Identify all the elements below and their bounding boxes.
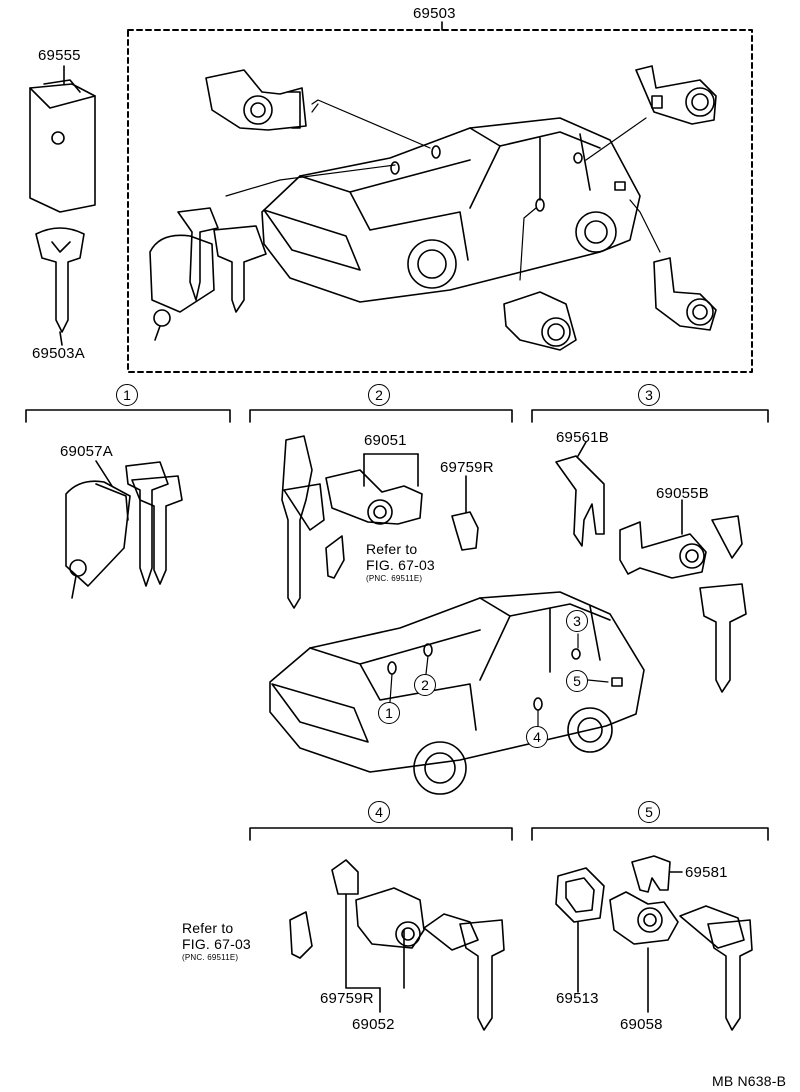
diagram-code: MB N638-B: [712, 1073, 787, 1089]
part-label-69503A: 69503A: [32, 345, 85, 362]
refer-note-lower-line1: Refer to: [182, 920, 234, 936]
section-callout-3: 3: [638, 384, 660, 406]
car-callout-1: 1: [378, 702, 400, 724]
refer-note-upper-line1: Refer to: [366, 541, 418, 557]
part-label-69513: 69513: [556, 990, 599, 1007]
gasket-69513-icon: [556, 868, 604, 992]
part-label-69555: 69555: [38, 47, 81, 64]
part-label-69759R-upper: 69759R: [440, 459, 494, 476]
clip-69759R-icon: [452, 476, 478, 550]
part-label-69052: 69052: [352, 1016, 395, 1033]
car-callout-4: 4: [526, 726, 548, 748]
reference-car-illustration: [270, 592, 644, 794]
part-label-69058: 69058: [620, 1016, 663, 1033]
master-key-icon: [36, 228, 84, 345]
kit-lock-top-left-icon: [206, 70, 306, 130]
section-callout-2: 2: [368, 384, 390, 406]
part-label-69581: 69581: [685, 864, 728, 881]
door-lock-69058-icon: [610, 892, 752, 1030]
part-label-69503: 69503: [413, 5, 456, 22]
part-label-69561B: 69561B: [556, 429, 609, 446]
door-lock-69051-icon: [282, 436, 422, 608]
reference-car-leaders: [390, 634, 608, 726]
rod-clip-left-icon: [326, 536, 344, 578]
section-callout-4: 4: [368, 801, 390, 823]
door-lock-69052-icon: [290, 888, 504, 1030]
car-callout-2: 2: [414, 674, 436, 696]
refer-note-upper-line3: (PNC. 69511E): [366, 574, 423, 583]
retainer-69581-icon: [632, 856, 682, 892]
refer-note-lower-line2: FIG. 67-03: [182, 936, 251, 952]
kit-leaders: [226, 100, 660, 280]
car-callout-3: 3: [566, 610, 588, 632]
door-lock-69055B-icon: [620, 500, 746, 692]
kit-ignition-cylinder-icon: [150, 208, 266, 340]
section-brackets: [26, 410, 768, 840]
refer-note-upper-line2: FIG. 67-03: [366, 557, 435, 573]
refer-note-lower-line3: (PNC. 69511E): [182, 953, 239, 962]
part-label-69051: 69051: [364, 432, 407, 449]
kit-lock-bottom-center-icon: [504, 292, 576, 350]
car-callout-5: 5: [566, 670, 588, 692]
part-label-69057A: 69057A: [60, 443, 113, 460]
clip-69759R-lower-icon: [332, 860, 380, 988]
kit-frame: [128, 30, 752, 372]
key-pouch-icon: [30, 66, 95, 212]
section-callout-1: 1: [116, 384, 138, 406]
section-callout-5: 5: [638, 801, 660, 823]
part-label-69055B: 69055B: [656, 485, 709, 502]
part-label-69759R-lower: 69759R: [320, 990, 374, 1007]
kit-lock-top-right-icon: [636, 66, 716, 124]
kit-lock-bottom-right-icon: [654, 258, 716, 330]
ignition-cylinder-69057A-icon: [66, 461, 182, 598]
kit-car-illustration: [262, 118, 640, 302]
plate-69561B-icon: [556, 442, 604, 546]
